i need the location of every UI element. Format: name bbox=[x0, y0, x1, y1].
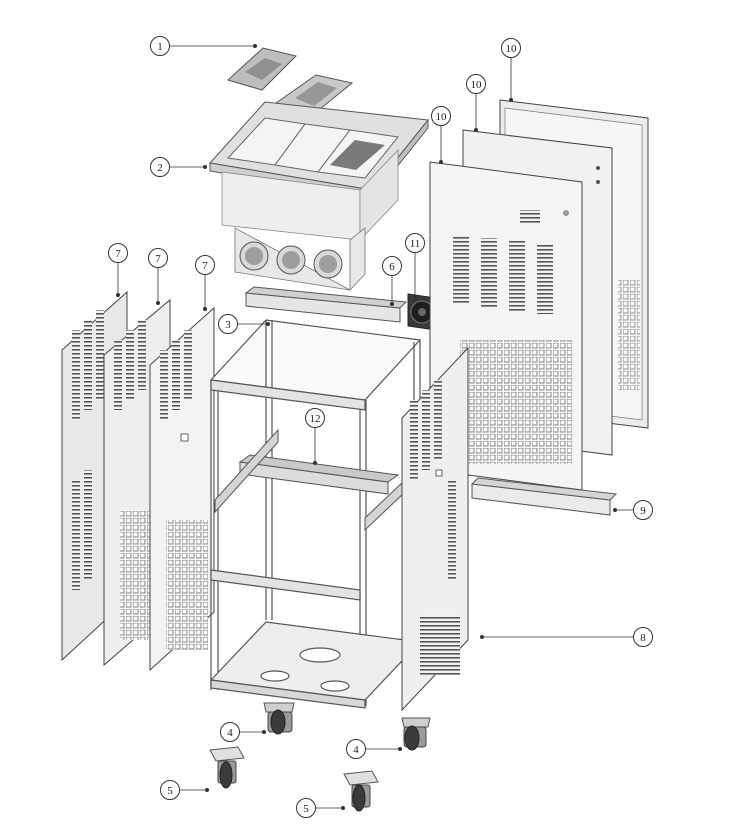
top-rail-part-6 bbox=[244, 286, 408, 323]
callout-1: 1 bbox=[150, 36, 170, 56]
callout-7-b: 7 bbox=[148, 248, 168, 268]
callout-11: 11 bbox=[405, 233, 425, 253]
callout-5-right: 5 bbox=[296, 798, 316, 818]
caster-part-4-right bbox=[401, 717, 431, 751]
callout-10-c: 10 bbox=[431, 106, 451, 126]
caster-part-5-left bbox=[209, 746, 245, 789]
callout-7-a: 7 bbox=[108, 243, 128, 263]
callout-10-b: 10 bbox=[466, 74, 486, 94]
frame-part-3 bbox=[209, 319, 422, 709]
caster-part-4-left bbox=[263, 702, 295, 735]
callout-10-a: 10 bbox=[501, 38, 521, 58]
rear-rail-part-9 bbox=[470, 477, 618, 516]
side-panel-part-7-c bbox=[149, 306, 215, 672]
callout-8: 8 bbox=[633, 627, 653, 647]
callout-6: 6 bbox=[382, 256, 402, 276]
callout-7-c: 7 bbox=[195, 255, 215, 275]
shelf-bracket-part-12 bbox=[214, 428, 406, 532]
callout-2: 2 bbox=[150, 157, 170, 177]
fan-part-11 bbox=[407, 293, 437, 331]
callout-9: 9 bbox=[633, 500, 653, 520]
side-panel-part-8 bbox=[401, 346, 469, 712]
callout-12: 12 bbox=[305, 408, 325, 428]
callout-4-left: 4 bbox=[220, 722, 240, 742]
callout-3: 3 bbox=[218, 314, 238, 334]
callout-5-left: 5 bbox=[160, 780, 180, 800]
callout-4-right: 4 bbox=[346, 739, 366, 759]
caster-part-5-right bbox=[343, 770, 379, 812]
leader-lines bbox=[117, 45, 633, 809]
hopper-assembly-part-2 bbox=[209, 101, 429, 291]
lid-part-1 bbox=[227, 47, 354, 115]
